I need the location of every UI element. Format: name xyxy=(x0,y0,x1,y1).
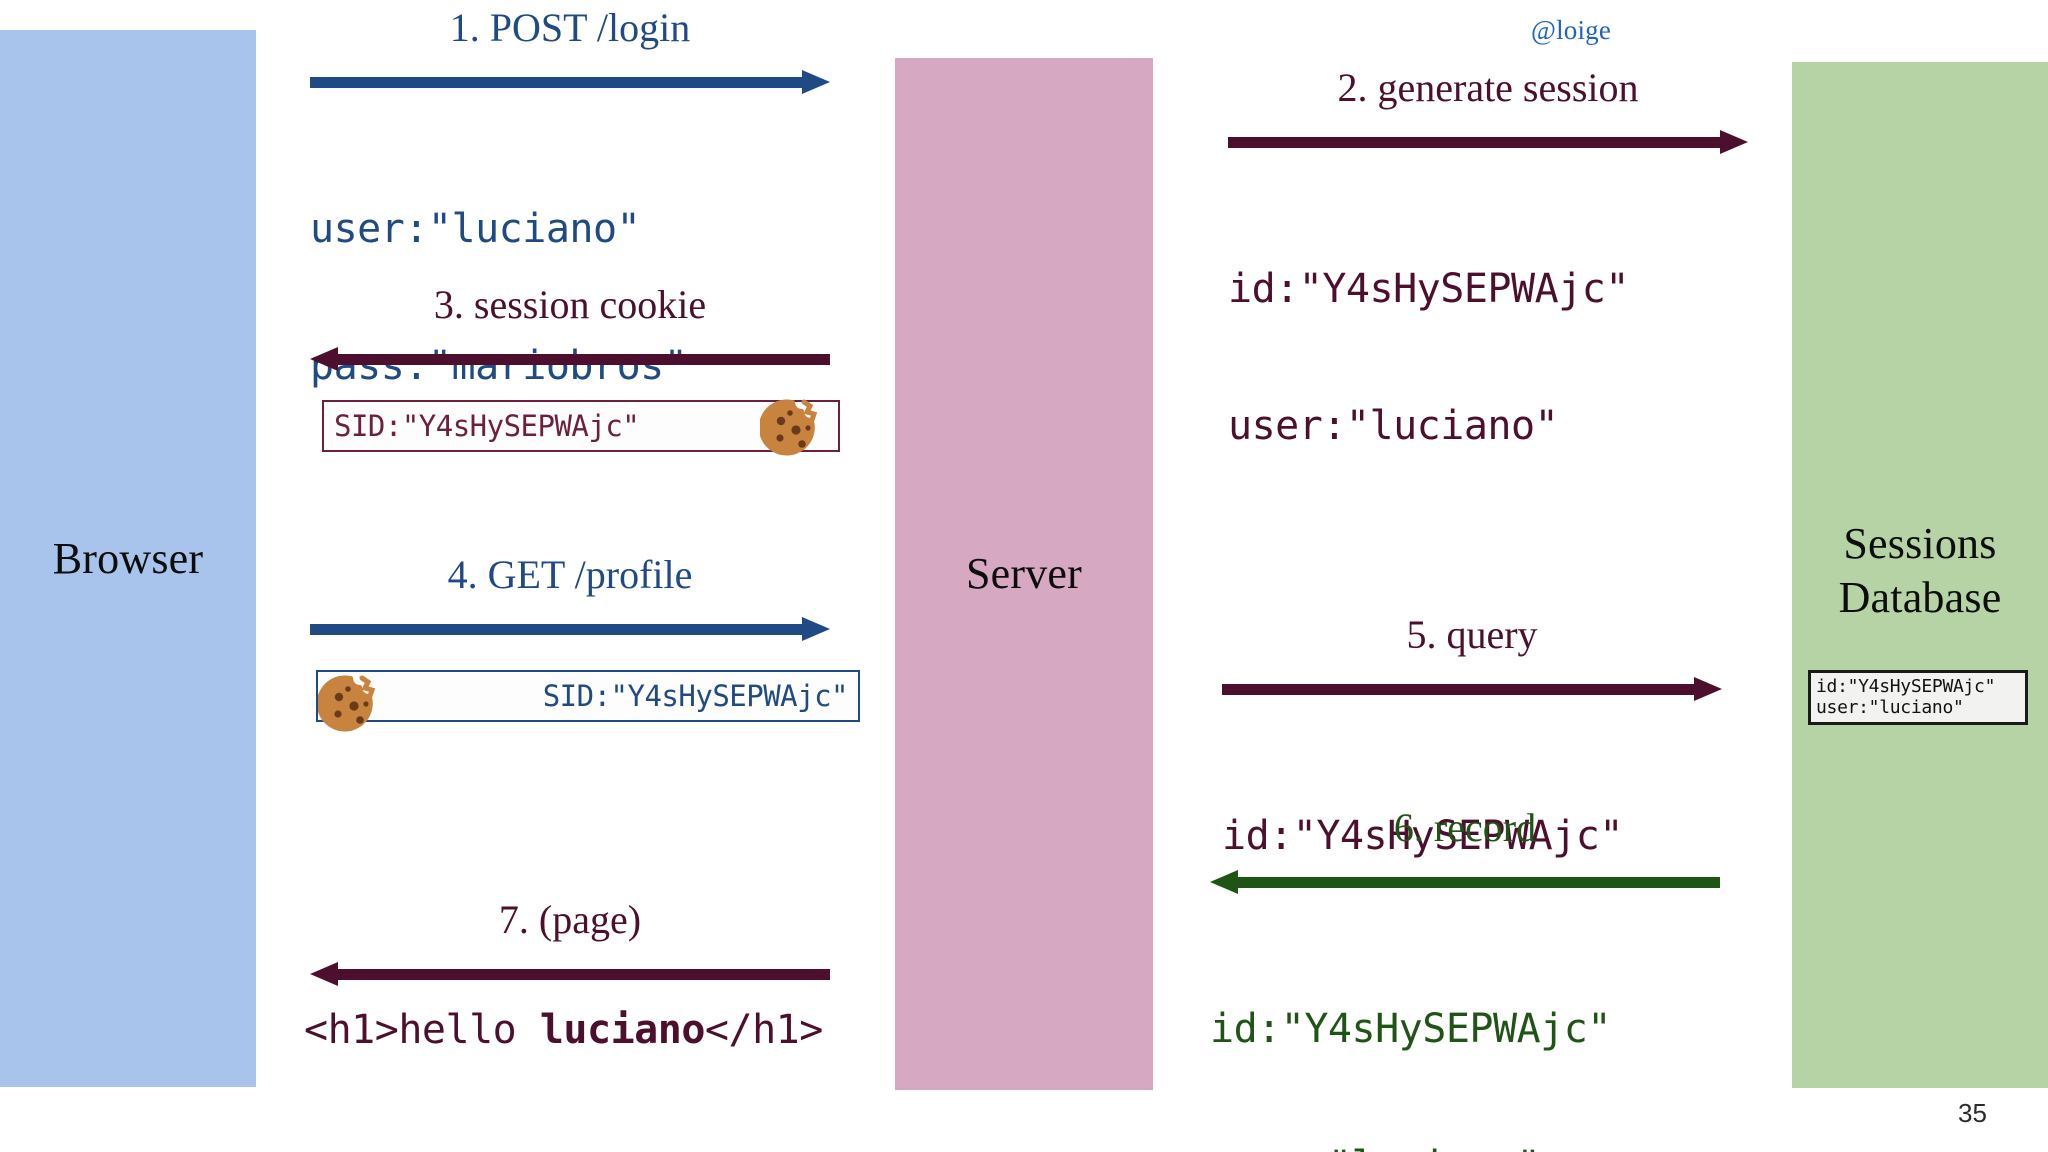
step-3-cookie-token-box: SID:"Y4sHySEPWAjc" xyxy=(322,400,840,452)
arrow-shaft xyxy=(1222,684,1696,695)
author-handle: @loige xyxy=(1531,15,1612,45)
step-7-payload: <h1>hello luciano</h1> xyxy=(304,1007,830,1054)
step-2-payload-line1: id:"Y4sHySEPWAjc" xyxy=(1228,266,1629,313)
page-number: 35 xyxy=(1958,1098,1987,1128)
step-6-payload: id:"Y4sHySEPWAjc" user:"luciano" xyxy=(1210,916,1720,1152)
step-1-arrow xyxy=(310,70,830,94)
step-2-arrow xyxy=(1228,130,1748,154)
arrow-head-right-icon xyxy=(1694,677,1722,701)
lifeline-server: Server xyxy=(895,58,1153,1090)
step-6-arrow xyxy=(1210,870,1720,894)
step-4-cookie-token-text: SID:"Y4sHySEPWAjc" xyxy=(542,679,849,713)
step-2-payload: id:"Y4sHySEPWAjc" user:"luciano" xyxy=(1228,176,1748,541)
cookie-icon xyxy=(760,399,818,456)
arrow-shaft xyxy=(336,969,830,980)
step-6-title: 6. record xyxy=(1393,805,1537,850)
step-1-payload: user:"luciano" pass:"mariobros" xyxy=(310,116,830,481)
step-7-page: 7. (page) <h1>hello luciano</h1> xyxy=(304,897,830,1054)
step-4-title: 4. GET /profile xyxy=(447,552,693,597)
step-6-record: 6. record id:"Y4sHySEPWAjc" user:"lucian… xyxy=(1210,808,1720,1152)
step-3-session-cookie: 3. session cookie xyxy=(310,285,830,371)
sessions-record-line2: user:"luciano" xyxy=(1816,697,1964,719)
step-5-payload-line1: id:"Y4sHySEPWAjc" xyxy=(1222,813,1623,860)
lifeline-browser: Browser xyxy=(0,30,256,1087)
step-5-arrow xyxy=(1222,677,1722,701)
step-2-title: 2. generate session xyxy=(1337,65,1639,110)
arrow-shaft xyxy=(336,354,830,365)
step-4-get-profile: 4. GET /profile xyxy=(310,555,830,641)
arrow-head-left-icon xyxy=(1210,870,1238,894)
step-1-payload-line1: user:"luciano" xyxy=(310,206,641,253)
step-7-title: 7. (page) xyxy=(498,897,642,942)
step-7-payload-suffix: </h1> xyxy=(704,1007,823,1053)
step-6-payload-line2: user:"luciano" xyxy=(1210,1143,1720,1152)
lifeline-sessions-label-line1: Sessions xyxy=(1843,519,1997,568)
arrow-head-left-icon xyxy=(310,962,338,986)
step-5-title: 5. query xyxy=(1406,612,1538,657)
sessions-record-line1: id:"Y4sHySEPWAjc" xyxy=(1816,676,1996,697)
step-2-generate-session: 2. generate session id:"Y4sHySEPWAjc" us… xyxy=(1228,68,1748,541)
step-1-payload-line2: pass:"mariobros" xyxy=(310,342,688,389)
arrow-shaft xyxy=(310,624,804,635)
step-3-cookie-token-text: SID:"Y4sHySEPWAjc" xyxy=(334,409,640,443)
step-1-post-login: 1. POST /login user:"luciano" pass:"mari… xyxy=(310,8,830,481)
lifeline-browser-label: Browser xyxy=(52,533,204,583)
step-3-arrow xyxy=(310,347,830,371)
step-4-cookie-token-box: SID:"Y4sHySEPWAjc" xyxy=(316,670,860,722)
arrow-shaft xyxy=(1228,137,1722,148)
step-5-query: 5. query id:"Y4sHySEPWAjc" xyxy=(1222,615,1722,951)
step-7-arrow xyxy=(310,962,830,986)
step-2-payload-line2: user:"luciano" xyxy=(1228,402,1559,449)
cookie-icon xyxy=(318,675,376,732)
sessions-record-box: id:"Y4sHySEPWAjc" user:"luciano" xyxy=(1808,670,2028,726)
lifeline-server-label: Server xyxy=(965,549,1083,599)
arrow-head-right-icon xyxy=(802,70,830,94)
arrow-shaft xyxy=(1236,877,1720,888)
arrow-shaft xyxy=(310,77,804,88)
lifeline-sessions-label: Sessions Database xyxy=(1792,517,2048,624)
arrow-head-right-icon xyxy=(802,617,830,641)
step-3-title: 3. session cookie xyxy=(433,282,707,327)
step-7-payload-prefix: <h1>hello xyxy=(304,1007,540,1053)
step-1-title: 1. POST /login xyxy=(449,5,691,50)
step-7-payload-bold: luciano xyxy=(539,1007,706,1053)
step-4-arrow xyxy=(310,617,830,641)
arrow-head-left-icon xyxy=(310,347,338,371)
arrow-head-right-icon xyxy=(1720,130,1748,154)
step-6-payload-line1: id:"Y4sHySEPWAjc" xyxy=(1210,1006,1611,1053)
step-5-payload: id:"Y4sHySEPWAjc" xyxy=(1222,723,1722,951)
lifeline-sessions-label-line2: Database xyxy=(1838,572,2002,622)
lifeline-sessions-database: Sessions Database id:"Y4sHySEPWAjc" user… xyxy=(1792,62,2048,1088)
